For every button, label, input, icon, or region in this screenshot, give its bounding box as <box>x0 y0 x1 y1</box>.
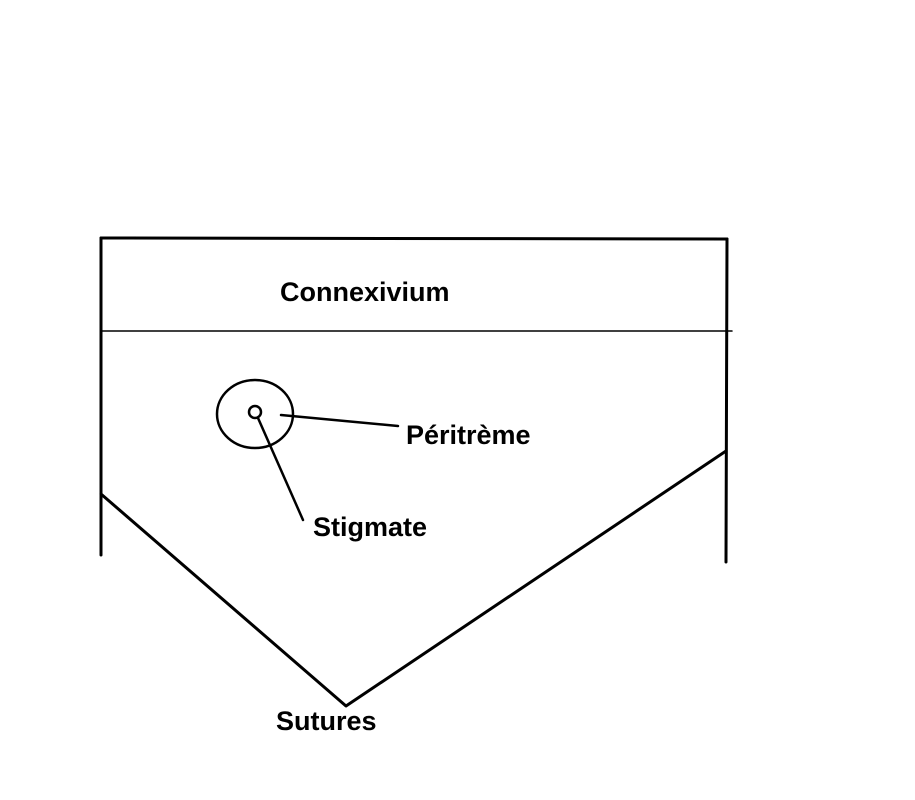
connexivium-label: Connexivium <box>280 277 450 307</box>
stigmate-leader-line <box>256 416 305 522</box>
segment-right-edge <box>724 237 729 564</box>
sutures-label: Sutures <box>276 706 377 736</box>
stigmate-circle <box>247 404 263 420</box>
peritreme-ellipse <box>215 378 295 450</box>
segment-top-edge <box>99 236 729 241</box>
peritreme-leader-line <box>279 413 400 428</box>
sutures-lines <box>99 449 728 708</box>
peritreme-label: Péritrème <box>406 420 531 450</box>
stigmate-label: Stigmate <box>313 512 427 542</box>
